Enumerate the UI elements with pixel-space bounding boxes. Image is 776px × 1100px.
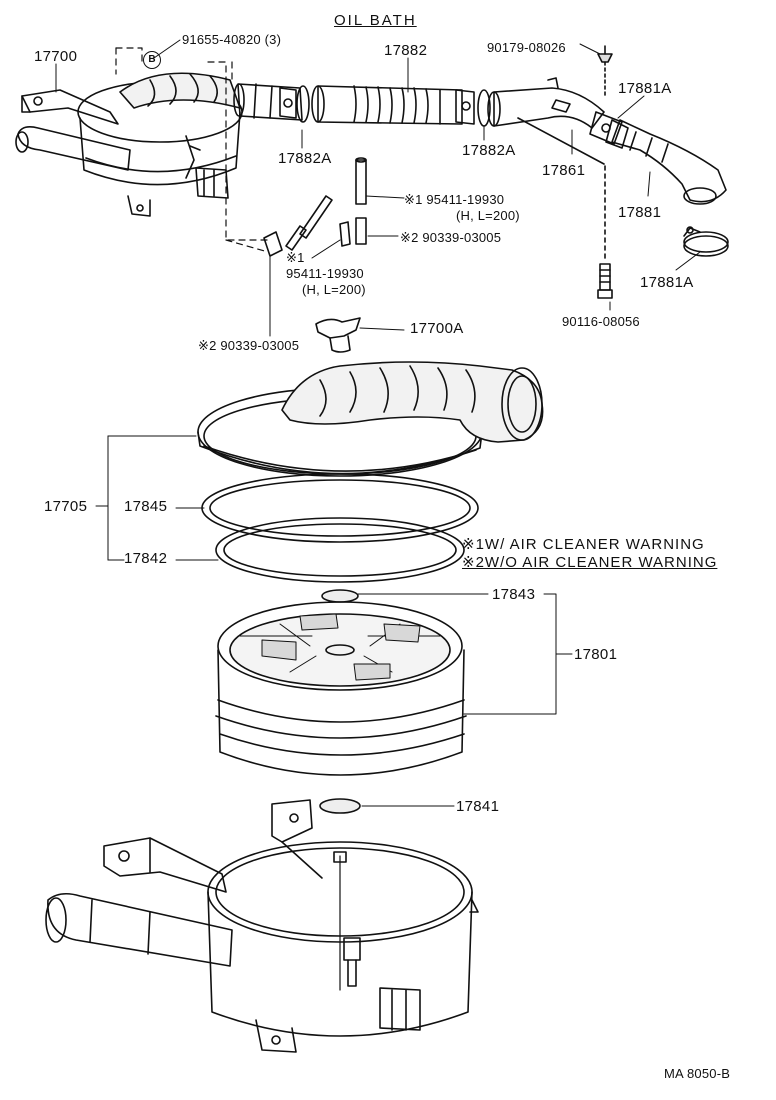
marker-b-label: B bbox=[148, 54, 156, 65]
callout-17841: 17841 bbox=[456, 798, 500, 815]
diagram-title: OIL BATH bbox=[334, 12, 417, 29]
callout-17861: 17861 bbox=[542, 162, 586, 179]
callout-17881A-bottom: 17881A bbox=[640, 274, 694, 291]
hose-17882 bbox=[233, 83, 491, 127]
callout-17843: 17843 bbox=[492, 586, 536, 603]
housing-base bbox=[45, 799, 479, 1053]
drawing-code: MA 8050-B bbox=[664, 1066, 731, 1081]
washer-17843 bbox=[321, 589, 359, 603]
callout-90179-08026: 90179-08026 bbox=[487, 40, 566, 55]
callout-17881A-top: 17881A bbox=[618, 80, 672, 97]
callout-90339-03005-b: ※2 90339-03005 bbox=[198, 338, 300, 353]
callout-95411-19930-a: ※1 95411-19930 bbox=[404, 192, 505, 207]
callout-17705: 17705 bbox=[44, 498, 88, 515]
callout-17881: 17881 bbox=[618, 204, 662, 221]
washer-17841 bbox=[319, 798, 361, 814]
wing-nut-17700A bbox=[315, 317, 361, 353]
callout-17882A-right: 17882A bbox=[462, 142, 516, 159]
callout-95411-19930-b-mark: ※1 bbox=[286, 250, 305, 265]
callout-17845: 17845 bbox=[124, 498, 168, 515]
callout-95411-19930-b-spec: (H, L=200) bbox=[302, 282, 366, 297]
marker-b-icon: B bbox=[143, 51, 161, 69]
callout-17882A-left: 17882A bbox=[278, 150, 332, 167]
element-17801 bbox=[215, 601, 467, 776]
callout-17801: 17801 bbox=[574, 646, 618, 663]
callout-17882: 17882 bbox=[384, 42, 428, 59]
callout-95411-19930-b: 95411-19930 bbox=[286, 266, 364, 281]
gasket-rings bbox=[201, 473, 479, 583]
small-hoses-and-plugs bbox=[263, 157, 367, 257]
bolt-90179 bbox=[597, 45, 613, 97]
leader-lines bbox=[55, 39, 701, 807]
callout-90116-08056: 90116-08056 bbox=[562, 314, 640, 329]
clamp-17881A-loose bbox=[683, 226, 729, 257]
callout-95411-19930-a-spec: (H, L=200) bbox=[456, 208, 520, 223]
callout-90339-03005-a: ※2 90339-03005 bbox=[400, 230, 502, 245]
callout-17842: 17842 bbox=[124, 550, 168, 567]
assembly-dashed-lines bbox=[115, 47, 269, 253]
callout-17700A: 17700A bbox=[410, 320, 464, 337]
callout-17700: 17700 bbox=[34, 48, 78, 65]
cover-17845 bbox=[197, 361, 544, 477]
bolt-90116 bbox=[597, 165, 613, 299]
hose-17881 bbox=[589, 111, 727, 205]
note-wo-air-cleaner-warning: ※2W/O AIR CLEANER WARNING bbox=[462, 554, 718, 571]
air-cleaner-assembly-small bbox=[15, 72, 243, 217]
callout-91655-40820: 91655-40820 (3) bbox=[182, 32, 282, 47]
note-w-air-cleaner-warning: ※1W/ AIR CLEANER WARNING bbox=[462, 536, 705, 553]
